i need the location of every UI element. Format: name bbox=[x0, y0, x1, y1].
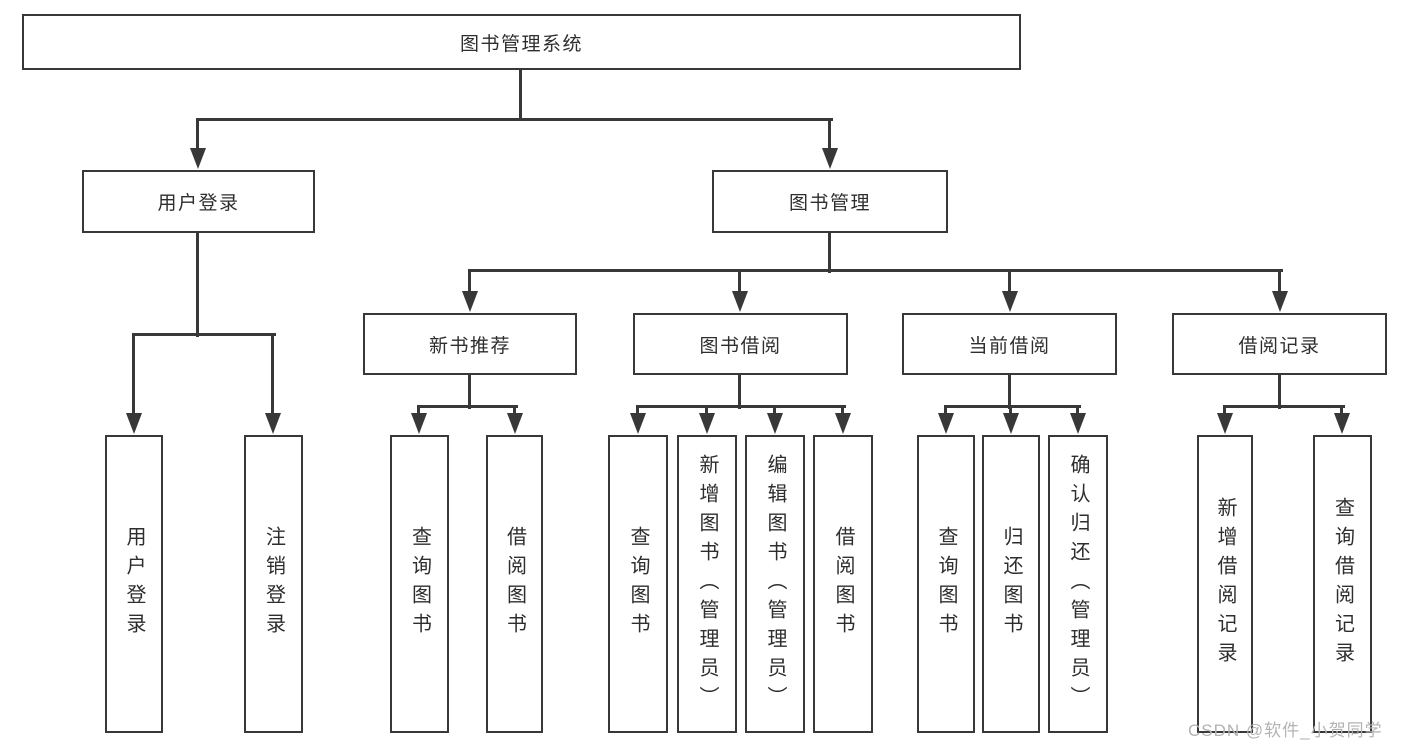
leaf-query-books-recommend: 查询图书 bbox=[390, 435, 449, 733]
arrow-down-icon bbox=[1217, 413, 1233, 434]
leaf-query-borrow-record: 查询借阅记录 bbox=[1313, 435, 1372, 733]
connector-line bbox=[468, 374, 471, 409]
leaf-edit-book-admin: 编辑图书（管理员） bbox=[745, 435, 805, 733]
connector-line bbox=[132, 333, 276, 336]
connector-line bbox=[1278, 374, 1281, 409]
arrow-down-icon bbox=[1003, 413, 1019, 434]
connector-line bbox=[417, 406, 420, 415]
connector-line bbox=[196, 232, 199, 337]
leaf-logout-label: 注销登录 bbox=[262, 526, 285, 642]
connector-line bbox=[468, 269, 1283, 272]
node-new-book-recommend: 新书推荐 bbox=[363, 313, 577, 375]
connector-line bbox=[1076, 406, 1079, 415]
arrow-down-icon bbox=[126, 413, 142, 434]
leaf-query-books-borrowing-label: 查询图书 bbox=[627, 526, 649, 642]
connector-line bbox=[738, 270, 741, 294]
connector-line bbox=[828, 119, 831, 151]
leaf-add-book-admin: 新增图书（管理员） bbox=[677, 435, 737, 733]
leaf-confirm-return-admin-label: 确认归还（管理员） bbox=[1067, 453, 1089, 715]
leaf-borrow-books-borrowing-label: 借阅图书 bbox=[832, 526, 854, 642]
leaf-logout: 注销登录 bbox=[244, 435, 303, 733]
leaf-confirm-return-admin: 确认归还（管理员） bbox=[1048, 435, 1108, 733]
node-user-login: 用户登录 bbox=[82, 170, 315, 233]
node-book-borrowing-label: 图书借阅 bbox=[699, 335, 782, 357]
connector-line bbox=[132, 334, 135, 416]
connector-line bbox=[513, 406, 516, 415]
connector-line bbox=[1009, 406, 1012, 415]
node-new-book-recommend-label: 新书推荐 bbox=[428, 335, 511, 357]
leaf-borrow-books-recommend: 借阅图书 bbox=[486, 435, 543, 733]
node-library-management-system: 图书管理系统 bbox=[22, 14, 1021, 70]
leaf-query-borrow-record-label: 查询借阅记录 bbox=[1331, 497, 1354, 671]
leaf-return-books: 归还图书 bbox=[982, 435, 1040, 733]
leaf-user-login-label: 用户登录 bbox=[123, 526, 145, 642]
connector-line bbox=[1223, 405, 1345, 408]
connector-line bbox=[417, 405, 518, 408]
arrow-down-icon bbox=[1070, 413, 1086, 434]
connector-line bbox=[705, 406, 708, 415]
arrow-down-icon bbox=[190, 148, 206, 169]
node-borrowing-records-label: 借阅记录 bbox=[1238, 335, 1321, 357]
arrow-down-icon bbox=[1272, 291, 1288, 312]
node-borrowing-records: 借阅记录 bbox=[1172, 313, 1387, 375]
connector-line bbox=[196, 118, 833, 121]
connector-line bbox=[636, 405, 846, 408]
arrow-down-icon bbox=[732, 291, 748, 312]
leaf-add-book-admin-label: 新增图书（管理员） bbox=[696, 453, 718, 715]
connector-line bbox=[773, 406, 776, 415]
arrow-down-icon bbox=[265, 413, 281, 434]
leaf-user-login: 用户登录 bbox=[105, 435, 163, 733]
leaf-query-books-borrowing: 查询图书 bbox=[608, 435, 668, 733]
connector-line bbox=[468, 270, 471, 294]
connector-line bbox=[944, 405, 1081, 408]
leaf-return-books-label: 归还图书 bbox=[1000, 526, 1022, 642]
node-book-management: 图书管理 bbox=[712, 170, 948, 233]
arrow-down-icon bbox=[411, 413, 427, 434]
connector-line bbox=[944, 406, 947, 415]
connector-line bbox=[196, 119, 199, 151]
leaf-borrow-books-borrowing: 借阅图书 bbox=[813, 435, 873, 733]
arrow-down-icon bbox=[1334, 413, 1350, 434]
connector-line bbox=[738, 374, 741, 409]
arrow-down-icon bbox=[507, 413, 523, 434]
arrow-down-icon bbox=[630, 413, 646, 434]
node-book-management-label: 图书管理 bbox=[788, 193, 871, 214]
connector-line bbox=[519, 69, 522, 121]
arrow-down-icon bbox=[462, 291, 478, 312]
leaf-query-books-current: 查询图书 bbox=[917, 435, 975, 733]
connector-line bbox=[271, 334, 274, 416]
node-library-management-system-label: 图书管理系统 bbox=[459, 33, 583, 55]
connector-line bbox=[828, 232, 831, 273]
leaf-add-borrow-record-label: 新增借阅记录 bbox=[1214, 497, 1236, 671]
arrow-down-icon bbox=[699, 413, 715, 434]
arrow-down-icon bbox=[1002, 291, 1018, 312]
connector-line bbox=[1223, 406, 1226, 415]
leaf-query-books-recommend-label: 查询图书 bbox=[408, 526, 431, 642]
leaf-query-books-current-label: 查询图书 bbox=[935, 526, 957, 642]
node-user-login-label: 用户登录 bbox=[157, 193, 240, 214]
connector-line bbox=[841, 406, 844, 415]
connector-line bbox=[1278, 270, 1281, 294]
leaf-borrow-books-recommend-label: 借阅图书 bbox=[503, 526, 526, 642]
node-book-borrowing: 图书借阅 bbox=[633, 313, 848, 375]
connector-line bbox=[1008, 374, 1011, 409]
leaf-add-borrow-record: 新增借阅记录 bbox=[1197, 435, 1253, 733]
leaf-edit-book-admin-label: 编辑图书（管理员） bbox=[764, 453, 786, 715]
connector-line bbox=[1340, 406, 1343, 415]
csdn-watermark: CSDN @软件_小贺同学 bbox=[1188, 721, 1383, 740]
arrow-down-icon bbox=[767, 413, 783, 434]
arrow-down-icon bbox=[835, 413, 851, 434]
node-current-borrowing-label: 当前借阅 bbox=[968, 335, 1051, 357]
arrow-down-icon bbox=[822, 148, 838, 169]
connector-line bbox=[1008, 270, 1011, 294]
arrow-down-icon bbox=[938, 413, 954, 434]
connector-line bbox=[636, 406, 639, 415]
node-current-borrowing: 当前借阅 bbox=[902, 313, 1117, 375]
